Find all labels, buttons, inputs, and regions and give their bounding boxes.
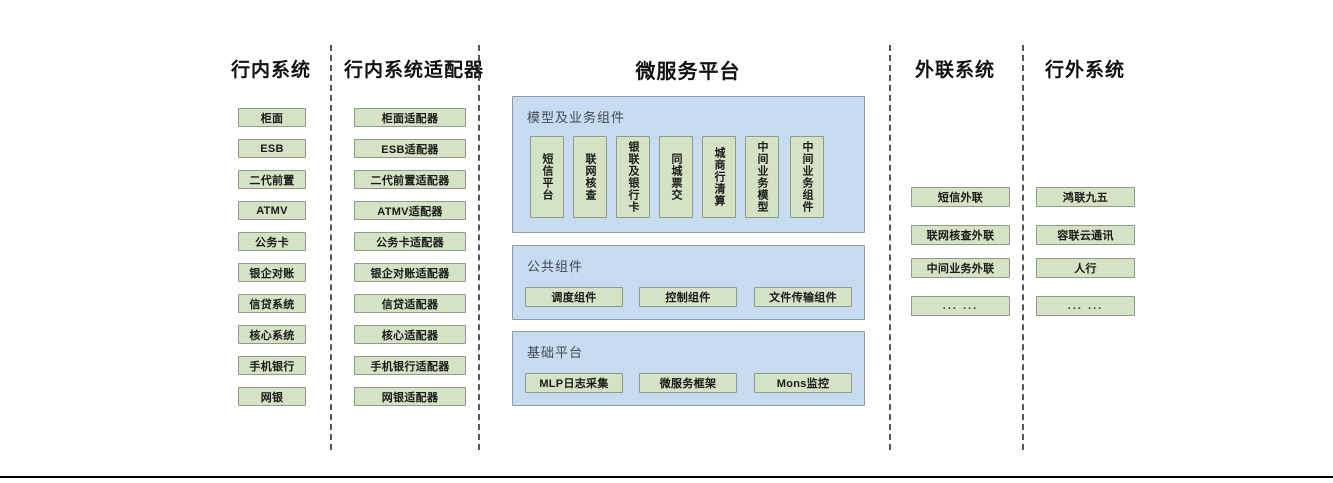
list-item[interactable]: 短信平台: [530, 136, 564, 218]
column-title-off-bank-systems: 行外系统: [1044, 60, 1125, 81]
list-item[interactable]: 二代前置适配器: [354, 170, 466, 189]
column-divider-4: [1022, 45, 1024, 450]
list-item[interactable]: 微服务框架: [639, 373, 737, 393]
list-item[interactable]: ... ...: [911, 296, 1010, 316]
list-item[interactable]: 城商行清算: [702, 136, 736, 218]
list-item[interactable]: ESB: [238, 139, 306, 158]
column-divider-3: [889, 45, 891, 450]
list-item[interactable]: 短信外联: [911, 187, 1010, 207]
list-item[interactable]: 银联及银行卡: [616, 136, 650, 218]
list-item[interactable]: ... ...: [1036, 296, 1135, 316]
column-title-external-link-systems: 外联系统: [914, 60, 995, 81]
list-item[interactable]: 网银: [238, 387, 306, 406]
column-divider-2: [478, 45, 480, 450]
list-item[interactable]: 手机银行适配器: [354, 356, 466, 375]
list-item[interactable]: 信贷系统: [238, 294, 306, 313]
list-item[interactable]: 核心系统: [238, 325, 306, 344]
panel-title-base-platform: 基础平台: [527, 345, 584, 360]
list-item[interactable]: 控制组件: [639, 287, 737, 307]
list-item[interactable]: Mons监控: [754, 373, 852, 393]
list-item[interactable]: ATMV: [238, 201, 306, 220]
list-item[interactable]: 联网核查: [573, 136, 607, 218]
list-item[interactable]: 中间业务模型: [745, 136, 779, 218]
list-item[interactable]: 公务卡适配器: [354, 232, 466, 251]
list-item[interactable]: 核心适配器: [354, 325, 466, 344]
list-item[interactable]: 柜面适配器: [354, 108, 466, 127]
column-title-in-bank-adapters: 行内系统适配器: [344, 60, 485, 81]
list-item[interactable]: 鸿联九五: [1036, 187, 1135, 207]
list-item[interactable]: 文件传输组件: [754, 287, 852, 307]
list-item[interactable]: 柜面: [238, 108, 306, 127]
list-item[interactable]: 信贷适配器: [354, 294, 466, 313]
bottom-divider: [0, 476, 1333, 478]
panel-base-platform: [512, 331, 865, 406]
list-item[interactable]: MLP日志采集: [525, 373, 623, 393]
column-title-microservice-platform: 微服务平台: [635, 61, 741, 83]
panel-title-public-components: 公共组件: [527, 259, 584, 274]
list-item[interactable]: 中间业务组件: [790, 136, 824, 218]
panel-public-components: [512, 245, 865, 320]
list-item[interactable]: 二代前置: [238, 170, 306, 189]
list-item[interactable]: ESB适配器: [354, 139, 466, 158]
column-title-in-bank-systems: 行内系统: [230, 60, 311, 81]
list-item[interactable]: 网银适配器: [354, 387, 466, 406]
list-item[interactable]: 联网核查外联: [911, 225, 1010, 245]
list-item[interactable]: 同城票交: [659, 136, 693, 218]
list-item[interactable]: 人行: [1036, 258, 1135, 278]
list-item[interactable]: 银企对账: [238, 263, 306, 282]
list-item[interactable]: 公务卡: [238, 232, 306, 251]
list-item[interactable]: 手机银行: [238, 356, 306, 375]
list-item[interactable]: 中间业务外联: [911, 258, 1010, 278]
column-divider-1: [330, 45, 332, 450]
list-item[interactable]: 调度组件: [525, 287, 623, 307]
panel-title-model-business-components: 模型及业务组件: [527, 110, 626, 125]
list-item[interactable]: 容联云通讯: [1036, 225, 1135, 245]
list-item[interactable]: 银企对账适配器: [354, 263, 466, 282]
list-item[interactable]: ATMV适配器: [354, 201, 466, 220]
